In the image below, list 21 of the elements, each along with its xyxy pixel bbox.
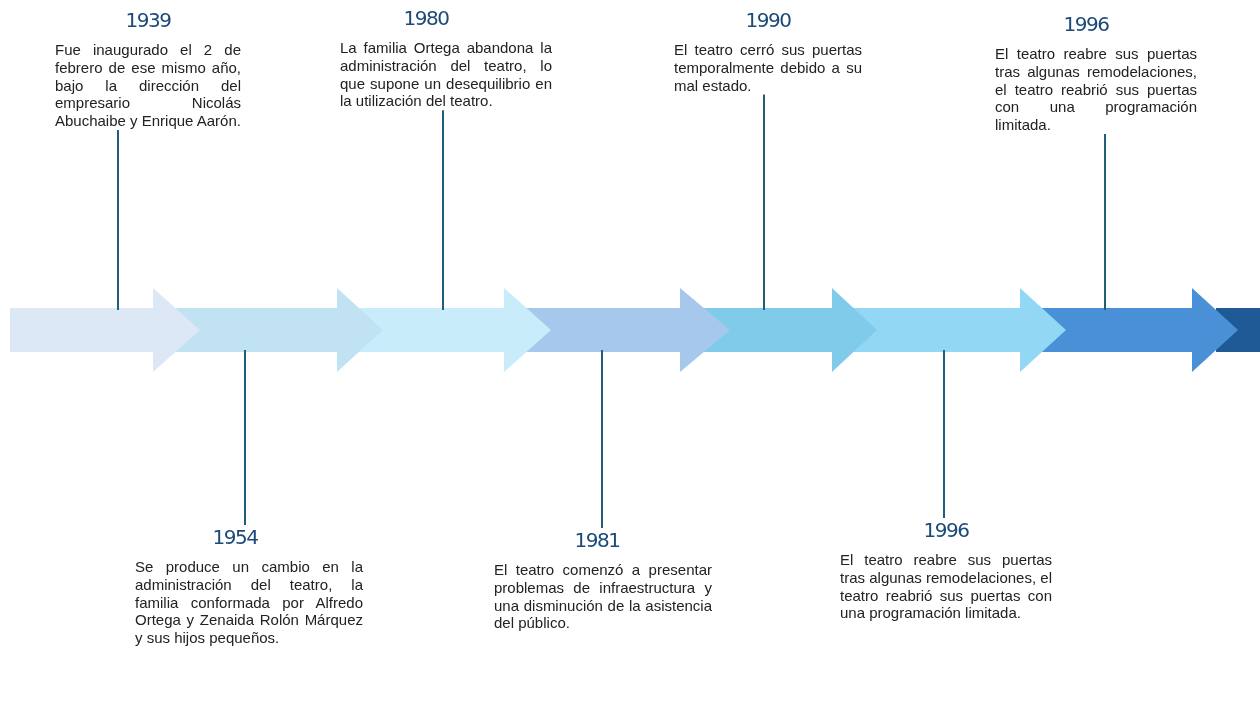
year-label: 1954: [212, 525, 258, 549]
event-description: El teatro cerró sus puertas temporalmente debido a su mal estado.: [674, 41, 862, 95]
year-label: 1981: [574, 528, 620, 552]
event-description: Se produce un cambio en la administración del teatro, la familia conformada por Alfredo Ortega y Zenaida Rolón Márquez y sus hijos pequeños.: [135, 558, 363, 647]
event-description: El teatro reabre sus puertas tras algunas remodelaciones, el teatro reabrió sus puertas con una programación limitada.: [995, 45, 1197, 134]
year-label: 1939: [125, 8, 171, 32]
leader-line: [442, 109, 444, 311]
year-label: 1996: [1063, 12, 1109, 36]
event-description: El teatro comenzó a presentar problemas de infraestructura y una disminución de la asistencia del público.: [494, 561, 712, 633]
event-description: El teatro reabre sus puertas tras algunas remodelaciones, el teatro reabrió sus puertas con una programación limitada.: [840, 551, 1052, 623]
leader-line: [1104, 133, 1106, 311]
leader-line: [601, 349, 603, 529]
year-label: 1980: [403, 6, 449, 30]
year-label: 1996: [923, 518, 969, 542]
leader-line: [943, 349, 945, 519]
leader-line: [244, 349, 246, 526]
leader-line: [117, 129, 119, 311]
event-description: Fue inaugurado el 2 de febrero de ese mismo año, bajo la dirección del empresario Nicolás Abuchaibe y Enrique Aarón.: [55, 41, 241, 130]
event-description: La familia Ortega abandona la administración del teatro, lo que supone un desequilibrio en la utilización del teatro.: [340, 39, 552, 111]
leader-line: [763, 93, 765, 311]
year-label: 1990: [745, 8, 791, 32]
